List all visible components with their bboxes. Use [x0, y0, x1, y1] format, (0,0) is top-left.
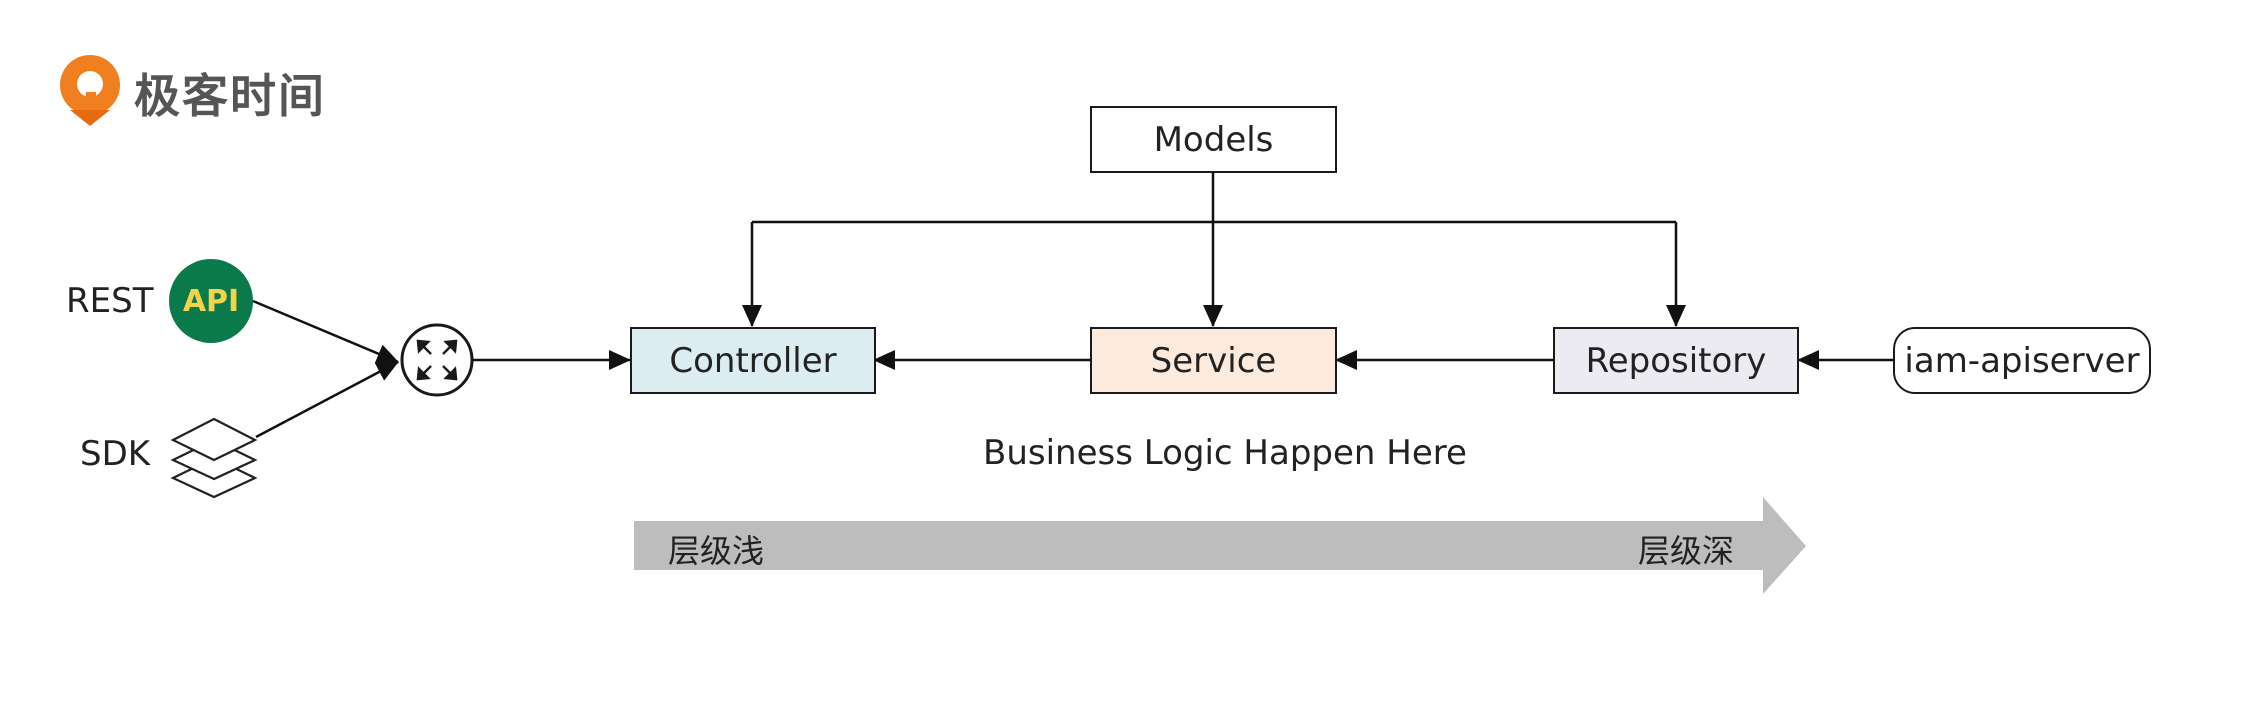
api-badge-icon — [169, 259, 253, 343]
router-icon — [400, 323, 474, 397]
depth-shallow-label: 层级浅 — [668, 532, 765, 570]
sdk-label: SDK — [80, 434, 151, 474]
api-badge-label: API — [182, 284, 240, 319]
apiserver-box: iam-apiserver — [1893, 327, 2151, 394]
sdk-connector — [255, 360, 399, 439]
models-box: Models — [1090, 106, 1337, 173]
sdk-layers-icon — [170, 417, 258, 499]
controller-box: Controller — [630, 327, 876, 394]
brand-name: 极客时间 — [134, 69, 326, 123]
rest-label: REST — [66, 281, 154, 321]
brand-logo-icon — [60, 55, 120, 126]
models-connectors — [742, 172, 1686, 327]
depth-arrow — [634, 497, 1806, 594]
rest-connector — [252, 299, 399, 364]
service-box: Service — [1090, 327, 1337, 394]
repository-box: Repository — [1553, 327, 1799, 394]
depth-deep-label: 层级深 — [1638, 532, 1735, 570]
business-logic-caption: Business Logic Happen Here — [983, 433, 1467, 473]
